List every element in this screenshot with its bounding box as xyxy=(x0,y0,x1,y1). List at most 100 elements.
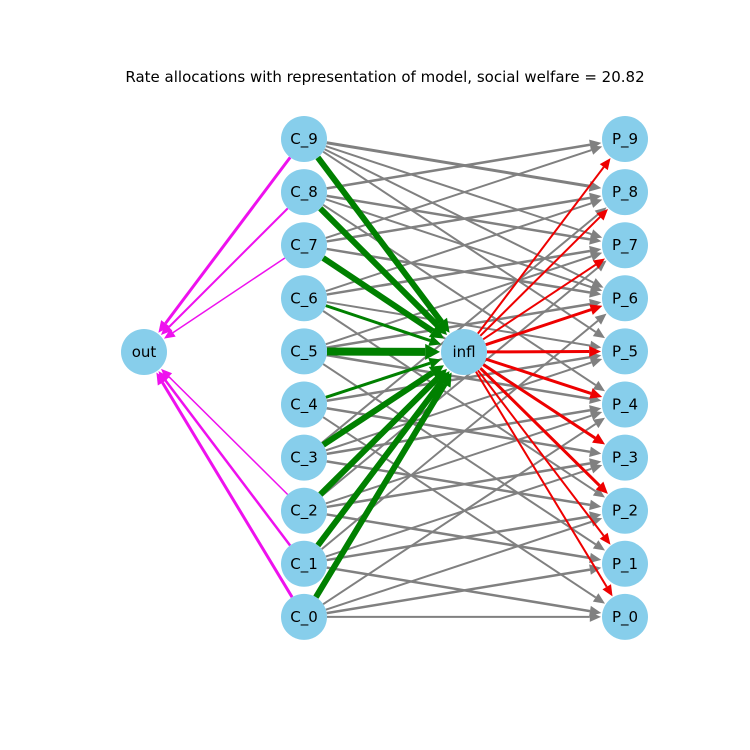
node-label: C_9 xyxy=(290,130,318,149)
node-label: C_0 xyxy=(290,608,318,627)
node-label: C_7 xyxy=(290,236,318,255)
edge-line xyxy=(322,423,597,606)
node-circle xyxy=(441,329,487,375)
node-C_6: C_6 xyxy=(281,275,327,322)
edge-arrowhead xyxy=(589,346,602,358)
edge-line xyxy=(318,376,440,497)
edge-C_5-to-P_7 xyxy=(325,251,603,346)
node-label: C_8 xyxy=(290,183,318,202)
node-circle xyxy=(602,222,648,269)
edge-arrowhead xyxy=(592,380,605,392)
node-C_9: C_9 xyxy=(281,116,327,162)
node-circle xyxy=(602,116,648,162)
edge-infl-to-P_5 xyxy=(486,346,602,358)
node-circle xyxy=(121,329,167,375)
edge-line xyxy=(326,460,591,507)
edge-line xyxy=(315,380,444,548)
node-label: P_8 xyxy=(612,183,638,202)
edge-line xyxy=(168,207,289,328)
diagram-title: Rate allocations with representation of … xyxy=(125,68,644,86)
edge-infl-to-P_2 xyxy=(479,367,608,494)
edge-line xyxy=(313,382,448,599)
node-label: P_3 xyxy=(612,449,638,468)
node-C_8: C_8 xyxy=(281,169,327,216)
node-circle xyxy=(281,275,327,322)
edge-line xyxy=(325,414,592,505)
edge-line xyxy=(326,194,591,241)
edge-arrowhead xyxy=(592,417,605,429)
edge-line xyxy=(326,462,591,509)
node-circle xyxy=(602,381,648,428)
edge-arrowhead xyxy=(590,251,603,262)
node-circle xyxy=(602,434,648,481)
edge-infl-to-P_0 xyxy=(475,371,613,597)
node-C_3: C_3 xyxy=(281,434,327,481)
node-circle xyxy=(281,487,327,534)
edge-line xyxy=(325,304,431,343)
edge-C_1-to-out xyxy=(158,371,292,547)
edge-arrowhead xyxy=(594,313,607,325)
node-P_3: P_3 xyxy=(602,434,648,481)
node-circle xyxy=(602,540,648,587)
node-label: C_5 xyxy=(290,342,318,361)
edge-line xyxy=(164,379,292,547)
node-circle xyxy=(281,540,327,587)
node-P_6: P_6 xyxy=(602,275,648,322)
node-label: C_4 xyxy=(290,396,318,415)
node-label: out xyxy=(132,343,157,361)
node-label: P_0 xyxy=(612,608,638,627)
edge-arrowhead xyxy=(599,158,611,171)
edge-C_9-to-infl xyxy=(315,155,450,333)
edge-line xyxy=(326,301,591,347)
edge-line xyxy=(315,155,444,324)
edge-arrowhead xyxy=(163,328,176,339)
edge-line xyxy=(161,381,294,598)
node-P_8: P_8 xyxy=(602,169,648,216)
node-circle xyxy=(602,328,648,375)
edge-arrowhead xyxy=(590,517,603,527)
edge-C_0-to-P_2 xyxy=(325,517,603,611)
edge-arrowhead xyxy=(428,325,445,339)
node-C_5: C_5 xyxy=(281,328,327,375)
edge-infl-to-P_8 xyxy=(479,209,608,337)
edge-C_6-to-P_8 xyxy=(325,198,603,293)
node-label: C_3 xyxy=(290,449,318,468)
edge-arrowhead xyxy=(589,304,603,315)
edge-infl-to-P_3 xyxy=(482,363,605,445)
node-label: P_9 xyxy=(612,130,638,149)
edge-line xyxy=(164,156,292,325)
edge-line xyxy=(321,255,435,334)
edge-arrowhead xyxy=(590,463,603,474)
node-circle xyxy=(602,487,648,534)
node-circle xyxy=(281,434,327,481)
edge-infl-to-P_6 xyxy=(485,304,603,347)
edge-C_2-to-out xyxy=(161,368,289,496)
edge-C_2-to-P_7 xyxy=(321,260,607,497)
edge-arrowhead xyxy=(428,365,444,379)
edge-line xyxy=(326,143,591,190)
edge-C_5-to-infl xyxy=(326,343,441,360)
edge-line xyxy=(325,520,592,611)
edge-line xyxy=(326,515,591,562)
node-label: C_1 xyxy=(290,555,318,574)
edge-infl-to-P_7 xyxy=(482,258,606,341)
edge-arrowhead xyxy=(161,368,173,380)
edge-C_0-to-P_0 xyxy=(327,611,601,622)
edge-arrowhead xyxy=(590,357,603,368)
edge-arrowhead xyxy=(590,410,603,421)
edge-line xyxy=(172,257,286,334)
edge-C_7-to-infl xyxy=(321,255,445,339)
node-circle xyxy=(281,116,327,162)
node-C_7: C_7 xyxy=(281,222,327,269)
edge-C_3-to-P_8 xyxy=(321,207,607,444)
edge-line xyxy=(479,367,601,487)
edge-C_2-to-P_1 xyxy=(326,513,602,564)
edge-line xyxy=(475,371,608,588)
node-circle xyxy=(281,593,327,640)
edge-C_3-to-infl xyxy=(321,365,444,448)
edge-line xyxy=(318,206,440,328)
edge-arrowhead xyxy=(589,234,602,245)
edge-line xyxy=(321,213,599,444)
edge-infl-to-P_1 xyxy=(477,369,611,545)
